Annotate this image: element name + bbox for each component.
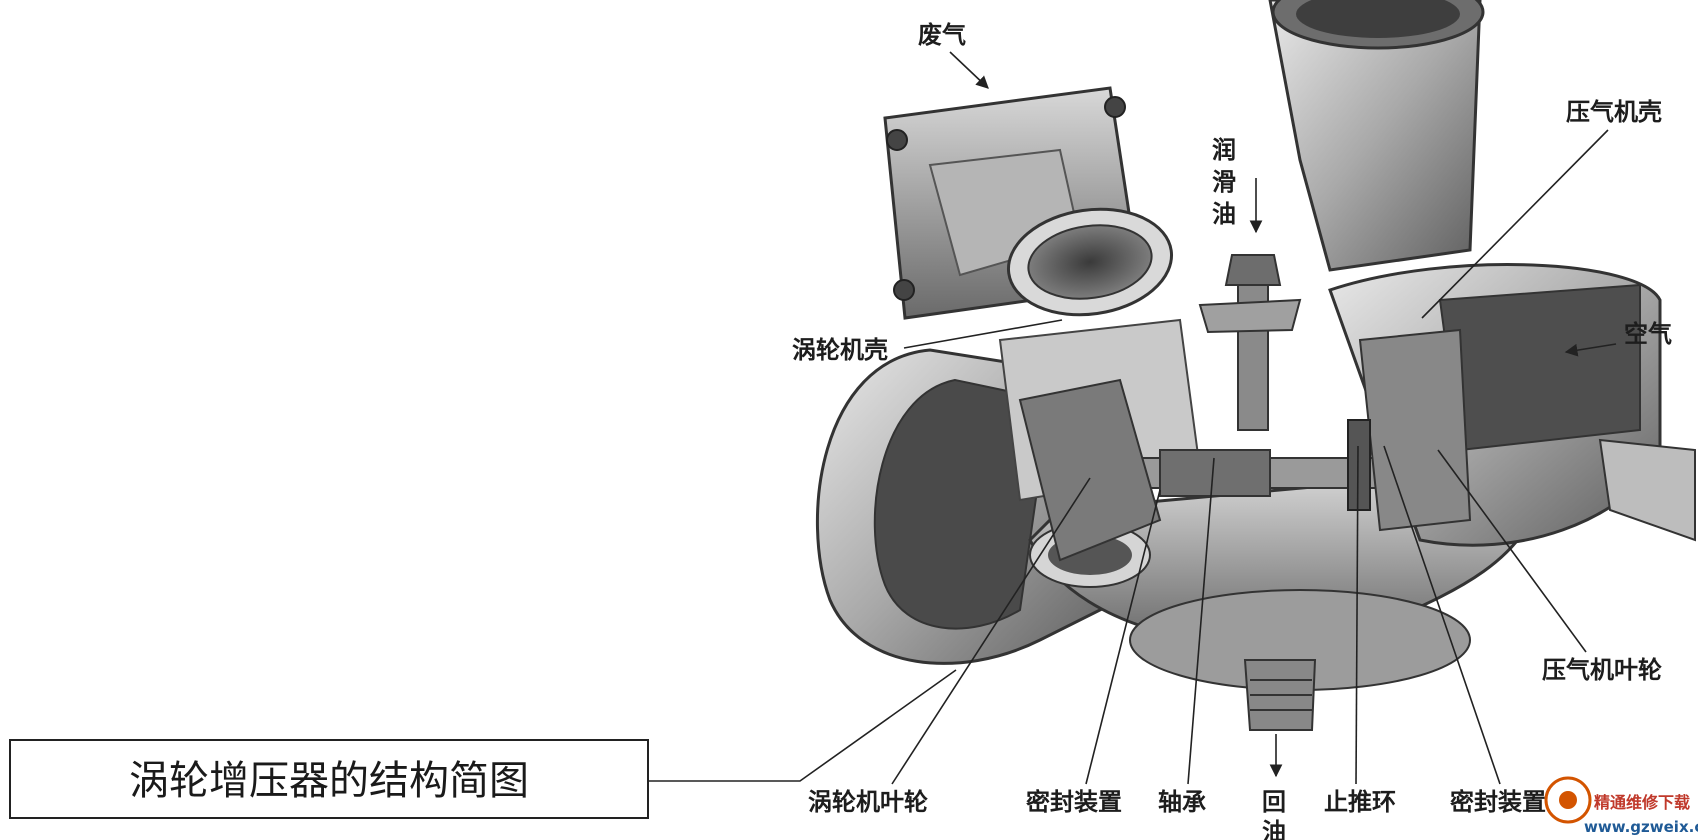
label-air: 空气 [1624, 319, 1672, 348]
watermark-url: www.gzweix.com [1584, 818, 1698, 836]
arrow-air [1564, 343, 1617, 357]
arrow-exhaust [949, 51, 989, 89]
oil-inlet-fitting [1198, 254, 1302, 431]
watermark-text: 精通维修下载 [1594, 793, 1690, 812]
title-panel: 涡轮增压器的结构简图 [9, 669, 957, 819]
label-oil-return-2: 油 [1262, 817, 1286, 840]
label-turbine-housing: 涡轮机壳 [792, 335, 888, 364]
figure-title: 涡轮增压器的结构简图 [129, 758, 529, 804]
label-lube-oil-1: 润 [1212, 135, 1236, 164]
watermark-logo-icon [1544, 776, 1592, 824]
label-seal-device-right: 密封装置 [1450, 787, 1546, 816]
label-seal-device-left: 密封装置 [1026, 787, 1122, 816]
compressor-outlet-pipe [1268, 0, 1485, 272]
rotor-assembly [1018, 328, 1472, 562]
exhaust-inlet [1006, 207, 1174, 317]
leader-seal-device-right [1383, 445, 1501, 785]
leader-bearing [1187, 457, 1215, 785]
label-lube-oil-2: 滑 [1212, 167, 1236, 196]
leader-seal-device-left [1085, 489, 1161, 785]
label-lube-oil-group: 润 滑 油 [1212, 135, 1236, 228]
label-compressor-housing: 压气机壳 [1566, 97, 1662, 126]
leader-turbine-housing [903, 319, 1063, 349]
label-thrust-ring: 止推环 [1324, 787, 1396, 816]
label-bearing: 轴承 [1158, 787, 1206, 816]
leader-compressor-wheel [1437, 449, 1587, 653]
label-exhaust: 废气 [918, 20, 966, 49]
label-oil-return-group: 回 油 [1262, 787, 1286, 840]
leader-thrust-ring [1355, 445, 1359, 785]
label-lube-oil-3: 油 [1212, 199, 1236, 228]
title-box [9, 739, 649, 819]
label-oil-return-1: 回 [1262, 787, 1286, 816]
watermark: 精通维修下载 www.gzweix.com [1544, 776, 1698, 836]
title-leader-line [648, 669, 957, 782]
label-compressor-wheel: 压气机叶轮 [1542, 655, 1662, 684]
label-turbine-wheel: 涡轮机叶轮 [808, 787, 928, 816]
turbocharger-illustration [815, 0, 1696, 731]
leader-compressor-housing [1421, 129, 1609, 319]
leader-turbine-wheel [891, 477, 1091, 785]
watermark-logo-core-icon [1559, 791, 1577, 809]
